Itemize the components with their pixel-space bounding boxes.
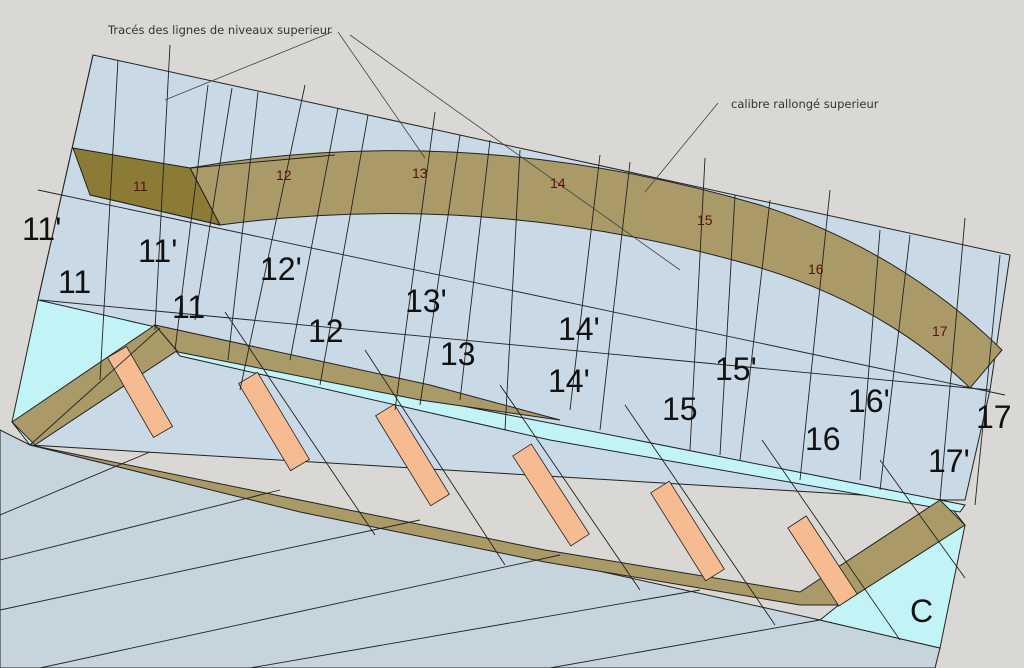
construction-line — [0, 489, 281, 561]
section-label: 13 — [440, 336, 476, 372]
construction-line — [761, 439, 901, 641]
gauge-label: 13 — [412, 165, 428, 181]
construction-line — [37, 189, 1006, 396]
construction-line — [624, 404, 776, 626]
section-label: 11' — [22, 211, 61, 247]
annotation-extended-gauge: calibre rallongé superieur — [731, 97, 879, 111]
construction-line — [189, 154, 336, 169]
section-label: 13' — [405, 283, 447, 319]
construction-line — [194, 87, 233, 321]
lower-gauge-bottom — [29, 444, 966, 606]
spacer-block — [512, 443, 590, 547]
construction-line — [224, 311, 376, 536]
gauge-label: 11 — [133, 178, 148, 194]
construction-line — [289, 107, 339, 361]
construction-line — [879, 459, 966, 579]
construction-line — [37, 54, 94, 301]
spacer-block — [375, 403, 450, 507]
construction-line — [799, 189, 831, 481]
section-label: 11 — [58, 264, 91, 300]
spacer-block — [650, 480, 725, 582]
section-label: 12 — [308, 313, 344, 349]
leader-line — [644, 102, 719, 193]
construction-line — [974, 254, 1001, 506]
construction-line — [459, 139, 491, 401]
section-label: 12' — [260, 251, 302, 287]
gauge-label: 15 — [697, 212, 713, 228]
gauge-label: 16 — [808, 261, 824, 277]
construction-line — [364, 349, 506, 566]
leader-line — [349, 34, 681, 271]
gauge-label: 12 — [276, 167, 292, 183]
construction-line — [939, 217, 966, 501]
construction-line — [89, 194, 221, 226]
construction-line — [227, 91, 259, 361]
construction-line — [29, 327, 161, 446]
construction-line — [249, 589, 701, 668]
section-label: 11 — [172, 289, 205, 325]
construction-line — [719, 194, 736, 456]
upper-gauge-band — [189, 150, 1003, 389]
spacer-block — [238, 371, 310, 472]
annotation-upper-lines: Tracés des lignes de niveaux superieur — [107, 23, 332, 37]
section-label: 16 — [805, 421, 841, 457]
construction-line — [504, 149, 521, 431]
gauge-label: 17 — [932, 323, 948, 339]
construction-line — [499, 384, 641, 591]
gauge-label: 14 — [550, 175, 566, 191]
leader-line — [164, 31, 333, 101]
construction-line — [39, 554, 561, 668]
construction-line — [0, 519, 421, 611]
construction-line — [239, 84, 306, 391]
construction-line — [419, 134, 461, 406]
section-label: 14' — [558, 311, 600, 347]
construction-line — [859, 229, 881, 481]
construction-line — [569, 154, 601, 411]
section-label: 16' — [848, 383, 890, 419]
section-label: 17 — [976, 399, 1012, 435]
construction-line — [549, 619, 821, 668]
construction-line — [599, 161, 631, 431]
section-label: 15' — [715, 351, 757, 387]
construction-line — [689, 157, 706, 451]
construction-line — [174, 84, 209, 351]
construction-line — [0, 451, 151, 516]
section-label: C — [910, 593, 933, 629]
section-label: 11' — [138, 233, 177, 269]
spacer-block — [106, 345, 174, 439]
section-label: 15 — [662, 391, 698, 427]
construction-line — [99, 59, 119, 381]
section-label: 17' — [928, 443, 970, 479]
construction-line — [154, 44, 171, 331]
construction-line — [39, 299, 991, 391]
construction-line — [879, 234, 911, 491]
construction-line — [394, 111, 436, 411]
section-label: 14' — [548, 363, 590, 399]
construction-line — [319, 114, 369, 386]
spacer-block — [787, 515, 858, 607]
leader-line — [337, 31, 426, 159]
construction-line — [739, 199, 771, 461]
lower-gauge-hull — [153, 324, 561, 421]
